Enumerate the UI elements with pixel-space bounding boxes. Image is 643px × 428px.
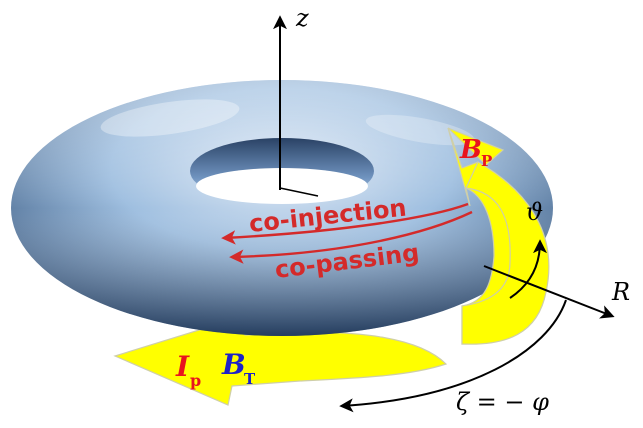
z-axis-label: z	[295, 4, 309, 32]
svg-text:I: I	[175, 350, 190, 383]
bp-sub: P	[481, 152, 492, 170]
plasma-current-arrow	[113, 317, 448, 406]
r-axis-label: R	[611, 278, 630, 306]
zeta-phi-label: ζ = − φ	[456, 388, 549, 416]
ip-sub: p	[190, 371, 201, 390]
bp-label: B P	[459, 135, 492, 170]
bp-main: B	[459, 135, 482, 165]
svg-text:p: p	[190, 371, 201, 390]
svg-text:B: B	[221, 348, 246, 381]
bt-sub: T	[244, 370, 256, 388]
r-axis: R	[483, 265, 630, 319]
poloidal-field-arrow	[447, 127, 550, 345]
theta-label: ϑ	[526, 198, 543, 226]
bt-main: B	[221, 348, 246, 381]
bt-label: B T	[221, 348, 256, 388]
ip-label: I p	[175, 350, 201, 390]
svg-text:T: T	[244, 370, 256, 388]
toroidal-angle-arrow: ζ = − φ	[339, 299, 567, 416]
poloidal-angle-arrow: ϑ	[509, 198, 547, 299]
torus	[11, 80, 553, 336]
z-axis: z	[273, 4, 319, 197]
svg-text:P: P	[481, 152, 492, 170]
ip-main: I	[175, 350, 190, 383]
svg-text:B: B	[459, 135, 482, 165]
